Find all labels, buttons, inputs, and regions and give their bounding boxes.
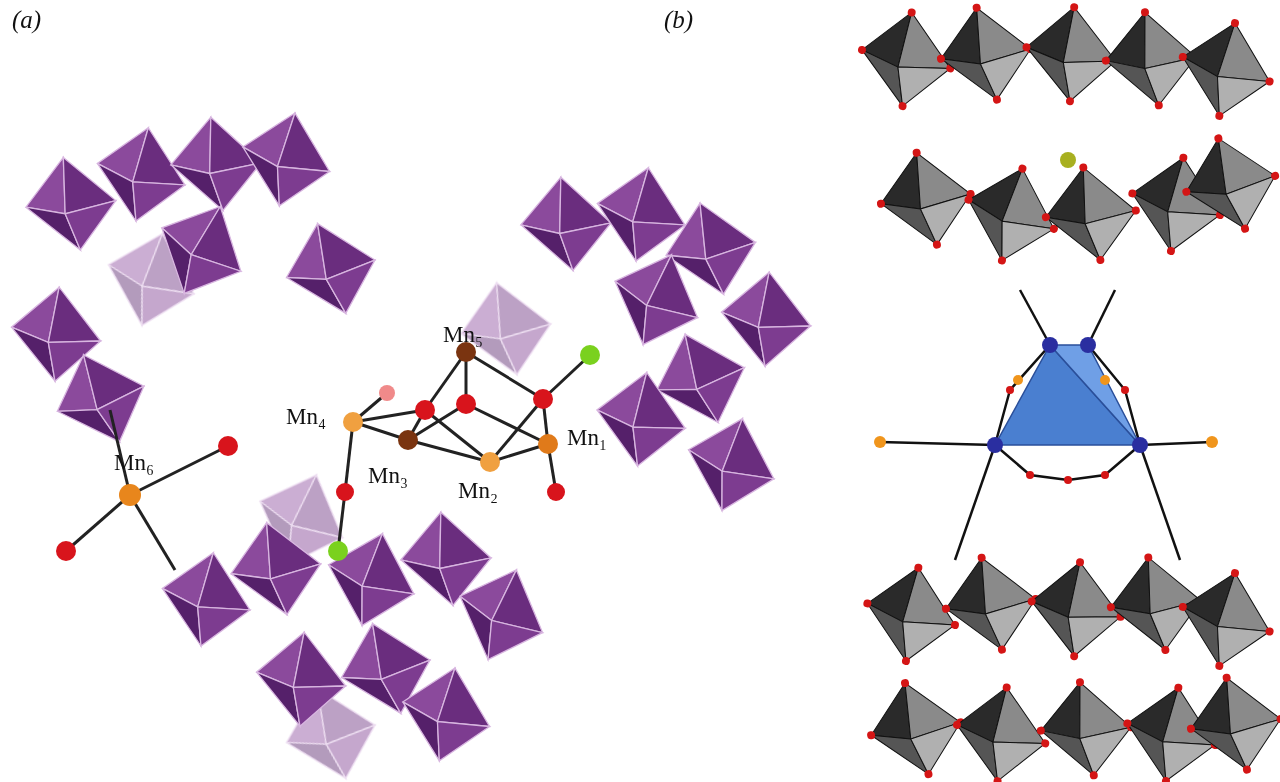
atom-label: Mn₁ — [567, 425, 607, 450]
octahedron — [1035, 157, 1146, 272]
polyhedra-cluster — [854, 545, 1280, 782]
oxygen-atom — [218, 436, 238, 456]
octahedron — [517, 173, 615, 274]
manganese-atom — [119, 484, 141, 506]
oxygen-atom — [533, 389, 553, 409]
silicon-atom — [328, 541, 348, 561]
octahedron — [141, 188, 262, 311]
octahedron — [42, 339, 159, 458]
oxygen-atom — [1026, 471, 1034, 479]
octahedron — [392, 659, 500, 770]
manganese-atom — [343, 412, 363, 432]
oxygen-atom — [56, 541, 76, 561]
octahedron — [275, 212, 386, 326]
octahedron — [1171, 122, 1280, 245]
atom-label: Mn₄ — [286, 404, 326, 429]
octahedron — [167, 113, 265, 214]
tetrahedron — [1050, 345, 1140, 445]
oxygen-atom — [379, 385, 395, 401]
atom-label: Mn₅ — [443, 322, 483, 347]
octahedron — [89, 120, 194, 228]
octahedron — [1168, 559, 1280, 679]
oxygen-atom — [415, 400, 435, 420]
atom-label: Mn₂ — [458, 478, 498, 503]
back-polyhedra — [96, 222, 559, 782]
manganese-atom — [538, 434, 558, 454]
oxygen-atom — [1101, 471, 1109, 479]
manganese-atom — [1042, 337, 1058, 353]
octahedron — [717, 268, 815, 369]
oxygen-atom — [1206, 436, 1218, 448]
octahedron — [590, 366, 692, 472]
atoms — [874, 337, 1218, 484]
octahedron — [1168, 9, 1280, 129]
manganese-atom — [1132, 437, 1148, 453]
manganese-atom — [1080, 337, 1096, 353]
octahedron — [854, 555, 968, 672]
bond-sticks — [66, 352, 590, 570]
manganese-atom — [398, 430, 418, 450]
octahedron — [223, 515, 328, 623]
atom-label: Mn₆ — [114, 450, 154, 475]
atoms — [56, 342, 600, 561]
oxygen-atom — [336, 483, 354, 501]
oxygen-atom — [1100, 375, 1110, 385]
oxygen-atom — [874, 436, 886, 448]
manganese-atom — [480, 452, 500, 472]
oxygen-atom — [1013, 375, 1023, 385]
manganese-atom — [987, 437, 1003, 453]
octahedron — [1032, 673, 1140, 782]
panel-label: (a) — [12, 6, 41, 34]
polyhedra-cluster — [851, 0, 1280, 276]
oxygen-atom — [1121, 386, 1129, 394]
silicon-atom — [580, 345, 600, 365]
polyhedra-cluster — [154, 508, 560, 769]
panel-label: (b) — [664, 6, 693, 34]
polyhedra-cluster — [517, 160, 815, 521]
oxygen-atom — [1006, 386, 1014, 394]
oxygen-atom — [456, 394, 476, 414]
heteroatom — [1060, 152, 1076, 168]
octahedron — [316, 522, 427, 636]
octahedron — [443, 555, 560, 674]
tetrahedron — [995, 345, 1140, 445]
oxygen-atom — [1064, 476, 1072, 484]
bond-sticks — [880, 290, 1212, 560]
octahedron — [1018, 0, 1125, 109]
octahedron — [1179, 665, 1280, 782]
octahedron — [252, 628, 350, 729]
octahedron — [232, 104, 340, 215]
oxygen-atom — [547, 483, 565, 501]
octahedron — [676, 407, 787, 521]
octahedron — [929, 0, 1043, 113]
atom-label: Mn₃ — [368, 463, 408, 488]
polyhedra-cluster — [7, 104, 386, 458]
